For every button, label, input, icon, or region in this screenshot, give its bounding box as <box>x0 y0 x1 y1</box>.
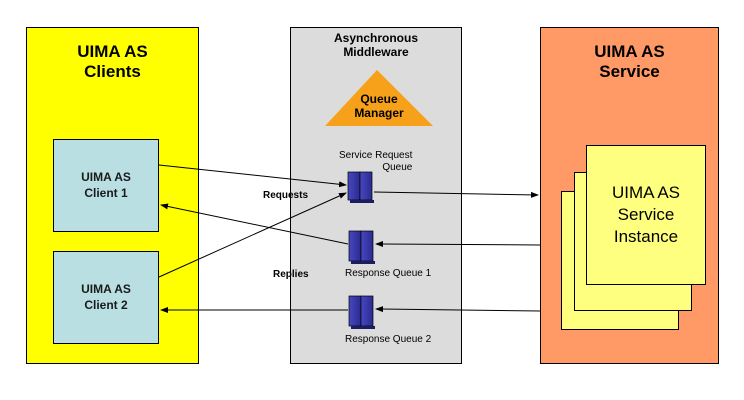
response-queue-1-label: Response Queue 1 <box>345 268 432 279</box>
clients-panel-title: UIMA AS Clients <box>77 42 148 81</box>
service-request-queue-icon[interactable] <box>347 171 374 203</box>
response-queue-2-icon[interactable] <box>348 295 375 329</box>
service-to-response2-arrow <box>375 306 541 313</box>
service-panel-title: UIMA AS Service <box>594 42 665 81</box>
queue-manager-label: Queue Manager <box>354 92 404 120</box>
client2-request-arrow <box>158 192 347 278</box>
service-request-queue-label: Service Request Queue <box>339 150 413 173</box>
response1-to-client1-arrow <box>160 203 349 245</box>
request-to-service-arrow <box>373 191 539 198</box>
queue-manager-triangle[interactable] <box>325 70 433 126</box>
replies-label: Replies <box>273 269 309 280</box>
middleware-panel-title: Asynchronous Middleware <box>333 31 418 59</box>
service-to-response1-arrow <box>375 241 541 248</box>
response-queue-1-icon[interactable] <box>348 230 375 264</box>
client1-request-arrow <box>158 164 347 188</box>
response-queue-2-label: Response Queue 2 <box>345 334 432 345</box>
requests-label: Requests <box>263 190 309 201</box>
service-instance-front[interactable]: UIMA AS Service Instance <box>586 145 706 285</box>
